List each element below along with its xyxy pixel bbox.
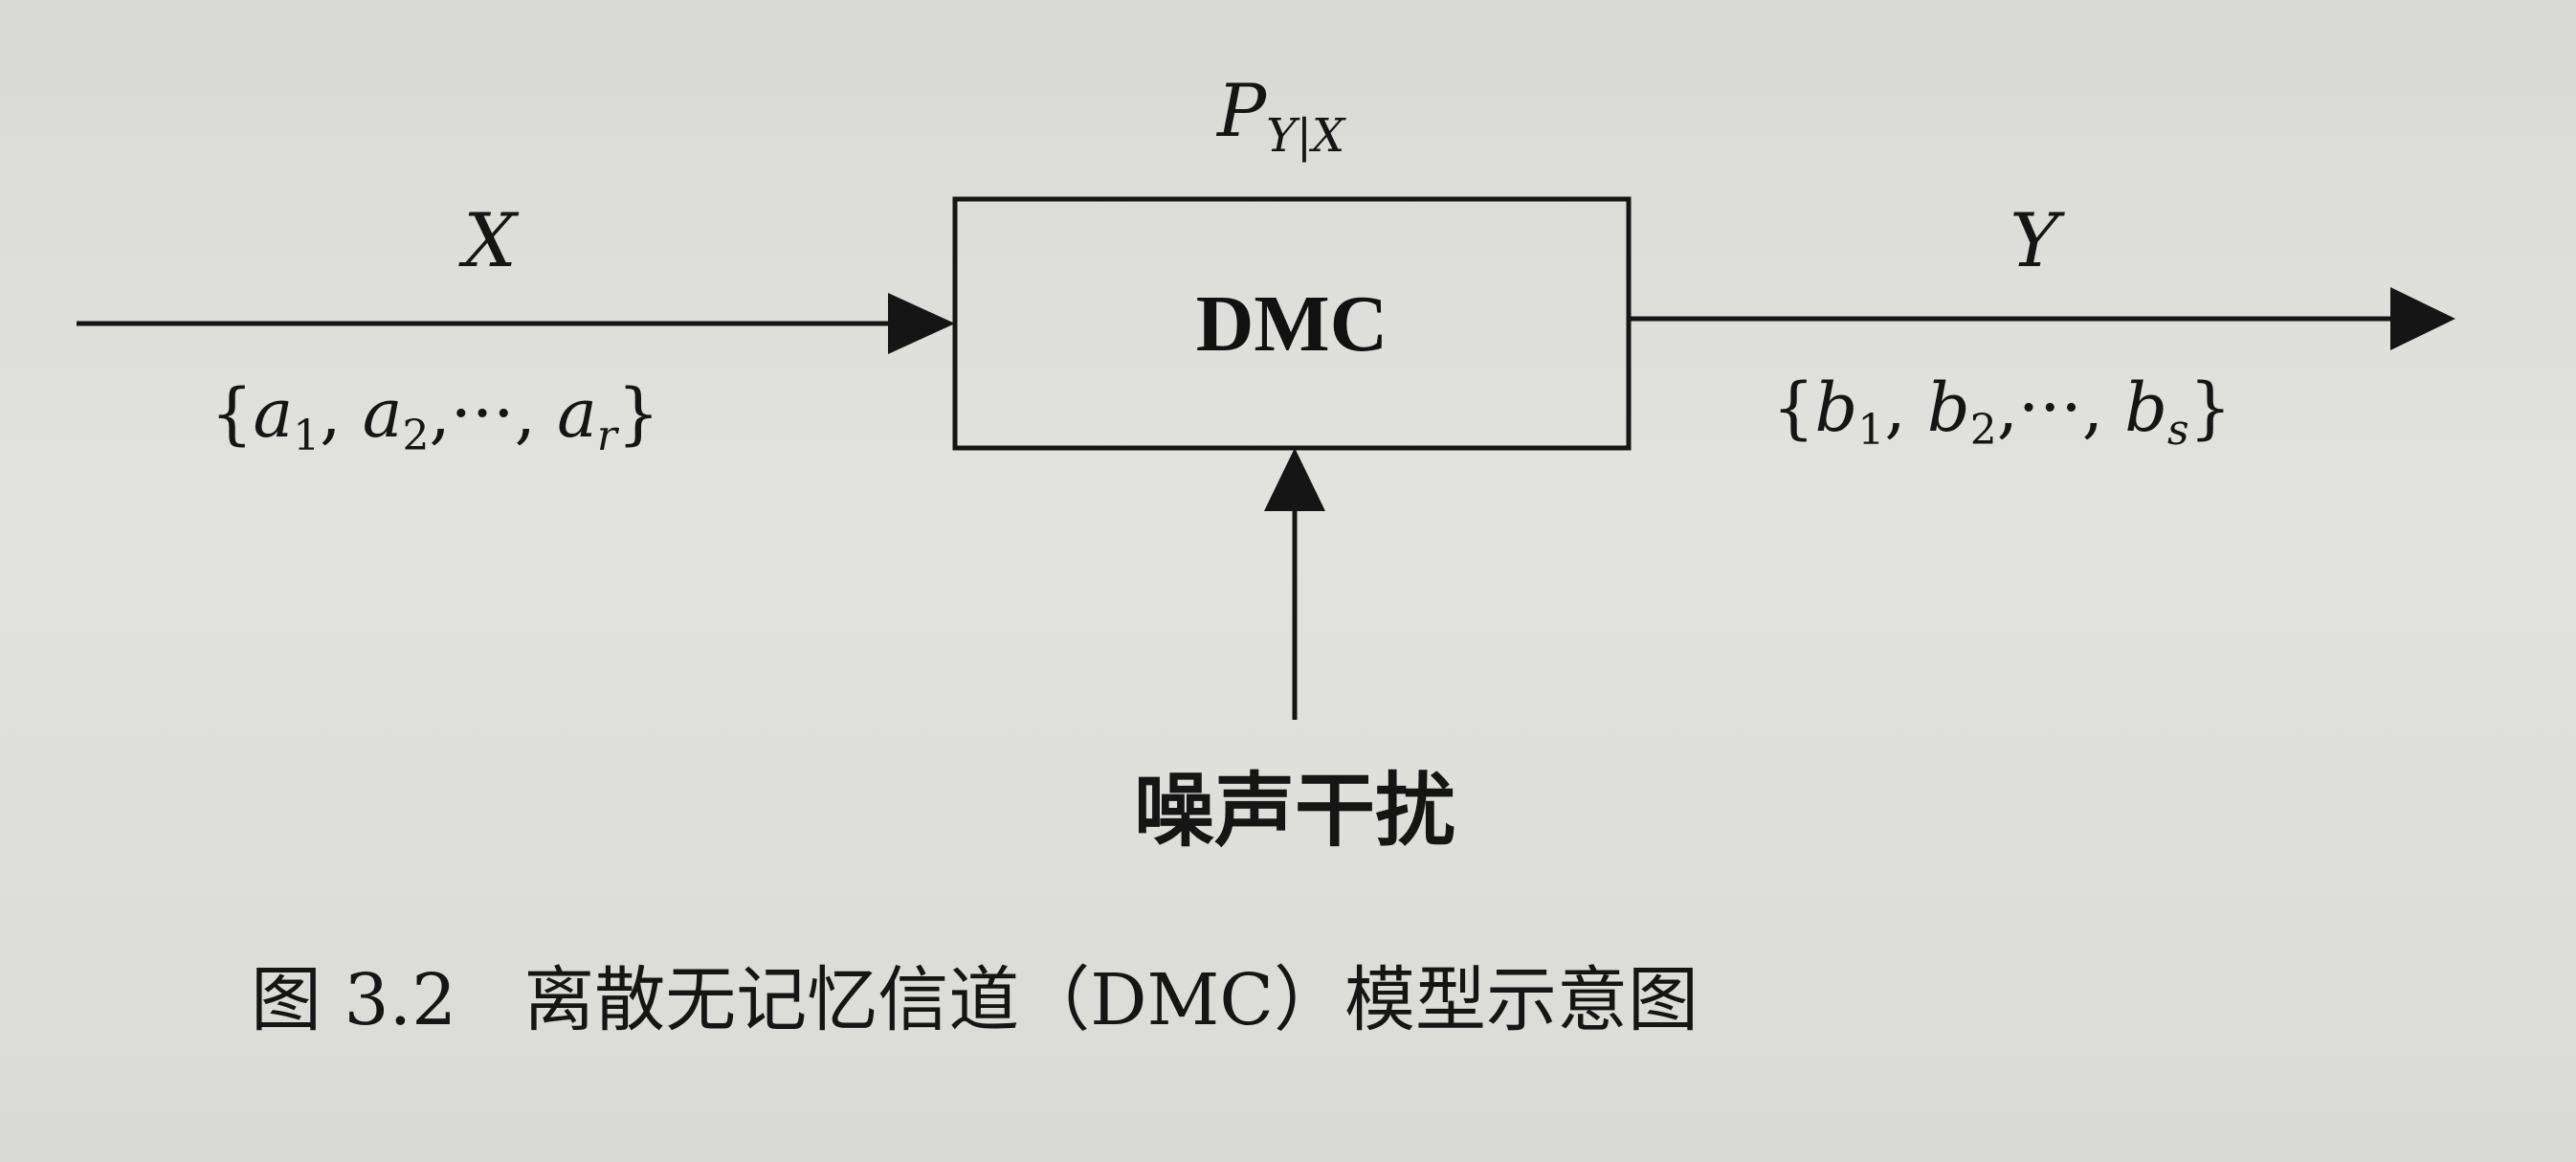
transition-probability: PY|X (1215, 68, 1346, 163)
input-arrowhead (888, 293, 955, 354)
transition-probability-sub: Y|X (1266, 109, 1346, 163)
input-alphabet: {a1, a2,···, ar} (211, 374, 659, 460)
transition-probability-base: P (1215, 68, 1268, 153)
noise-arrowhead (1264, 448, 1325, 511)
input-variable: X (457, 198, 520, 284)
output-alphabet: {b1, b2,···, bs} (1772, 369, 2232, 455)
dmc-block-label: DMC (1196, 279, 1388, 369)
noise-label: 噪声干扰 (1134, 764, 1455, 858)
figure-title: 离散无记忆信道（DMC）模型示意图 (523, 959, 1699, 1041)
output-variable: Y (2010, 198, 2065, 284)
figure-caption: 图 3.2 离散无记忆信道（DMC）模型示意图 (251, 959, 1699, 1041)
output-arrowhead (2390, 287, 2455, 350)
figure-number: 图 3.2 (251, 959, 456, 1041)
